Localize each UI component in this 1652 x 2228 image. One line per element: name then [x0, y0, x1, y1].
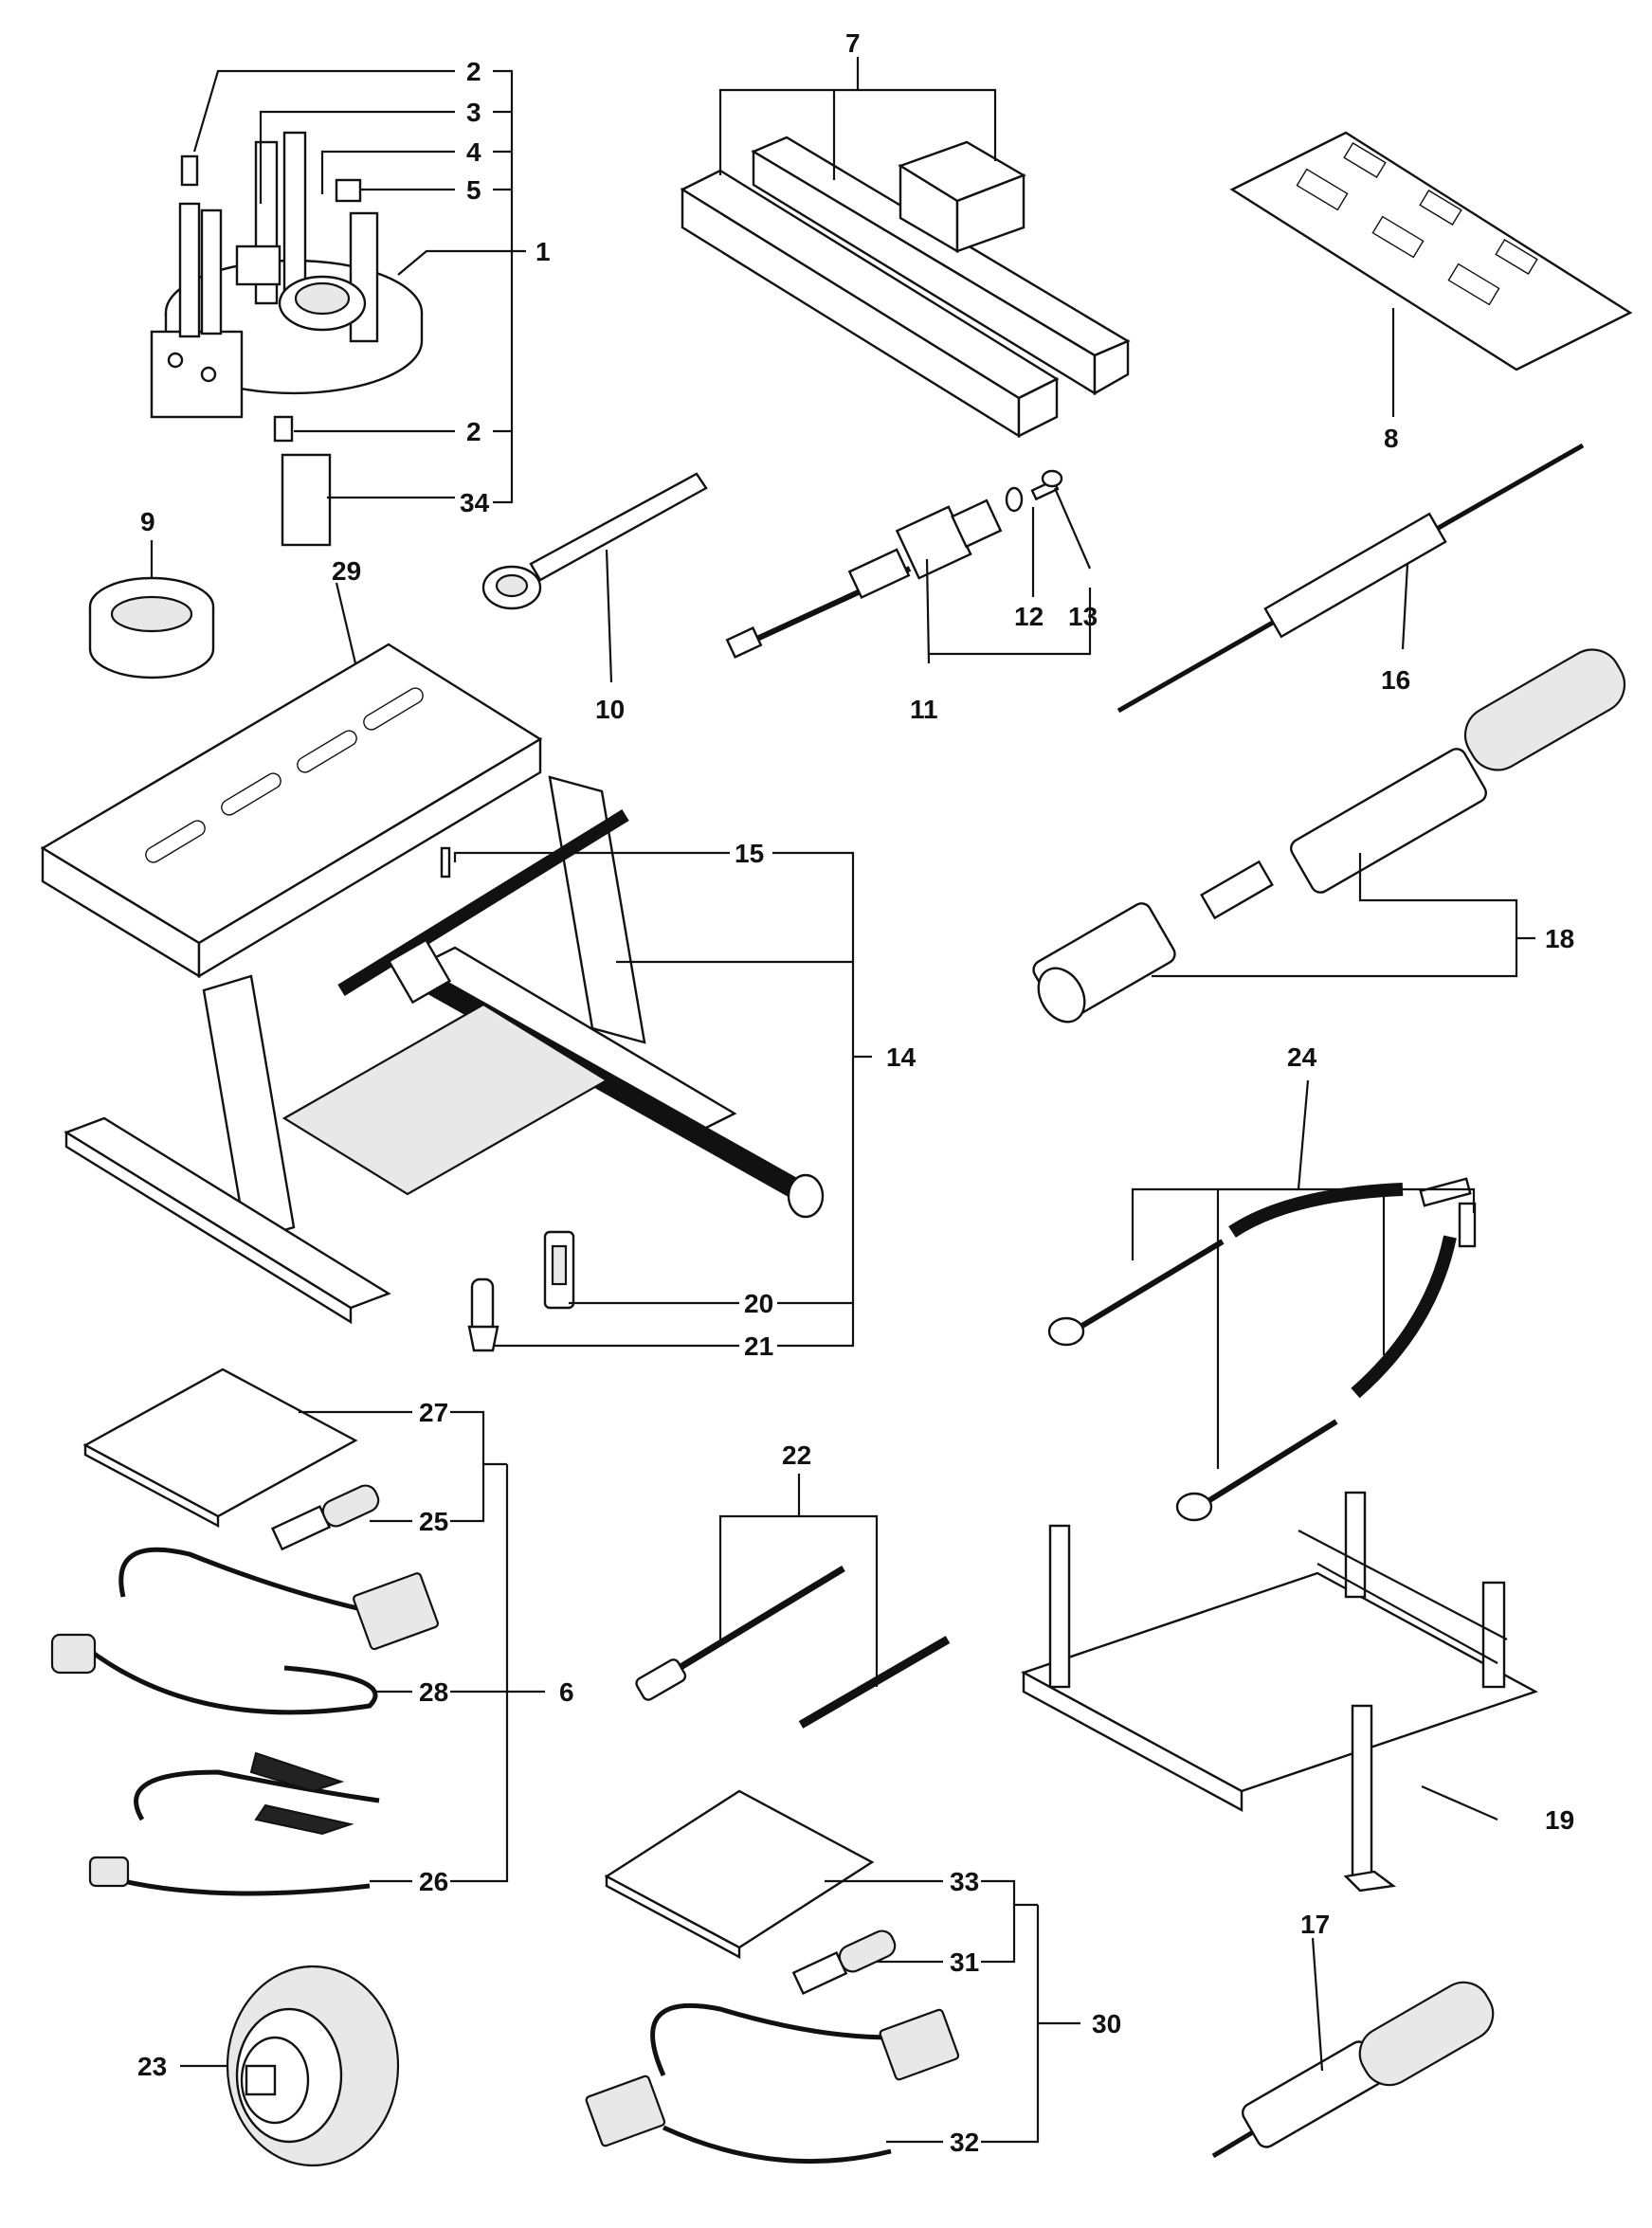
part-1-fixture-plate: [150, 131, 424, 547]
label-8: 8: [1384, 424, 1399, 453]
label-6: 6: [559, 1677, 574, 1707]
leader-lines-group-1: [192, 69, 526, 504]
label-31: 31: [950, 1947, 979, 1977]
label-34: 34: [460, 488, 490, 517]
label-21: 21: [744, 1331, 773, 1361]
label-22: 22: [782, 1440, 811, 1470]
label-7: 7: [845, 28, 861, 58]
label-33: 33: [950, 1867, 979, 1896]
leader-lines-group-14: [772, 851, 872, 1348]
label-26: 26: [419, 1867, 448, 1896]
part-22-rod-and-threaded-bar: [635, 1474, 951, 1729]
label-10: 10: [595, 695, 625, 724]
label-30: 30: [1092, 2009, 1121, 2038]
label-2-bottom: 2: [466, 417, 481, 446]
label-13: 13: [1068, 602, 1098, 631]
label-25: 25: [419, 1507, 448, 1536]
label-27: 27: [419, 1398, 448, 1427]
part-24-hose-kit: [1047, 1079, 1477, 1522]
part-6-diagnostic-kit: [50, 1368, 440, 1896]
label-32: 32: [950, 2128, 979, 2157]
part-8-bracket-plate: [1229, 131, 1633, 417]
part-20-21-adapters: [467, 1230, 739, 1352]
part-18-knurled-driver: [1032, 648, 1626, 1023]
label-28: 28: [419, 1677, 448, 1707]
label-4: 4: [466, 137, 481, 167]
label-19: 19: [1545, 1805, 1574, 1835]
leader-lines-group-30: [825, 1879, 1080, 2144]
label-14: 14: [886, 1042, 917, 1072]
label-2-top: 2: [466, 57, 481, 86]
part-7-rails-and-block: [680, 57, 1131, 439]
part-10-wrench: [481, 472, 708, 683]
label-29: 29: [332, 556, 361, 586]
part-14-support-stand: [64, 775, 853, 1325]
label-23: 23: [137, 2052, 167, 2081]
part-30-software-kit: [585, 1789, 960, 2165]
label-3: 3: [466, 98, 481, 127]
part-16-drift-rod: [1116, 443, 1585, 714]
label-18: 18: [1545, 924, 1574, 953]
label-1: 1: [536, 237, 551, 266]
leader-lines-group-6: [299, 1410, 545, 1883]
label-12: 12: [1014, 602, 1044, 631]
part-29-slotted-plate: [40, 582, 543, 979]
label-11: 11: [910, 695, 938, 724]
part-17-knurled-drift: [1211, 1937, 1495, 2159]
part-11-puller-tool: [725, 469, 1092, 664]
label-20: 20: [744, 1289, 773, 1318]
label-15: 15: [735, 839, 764, 868]
label-9: 9: [140, 507, 155, 536]
label-24: 24: [1287, 1042, 1317, 1072]
label-17: 17: [1300, 1910, 1330, 1939]
part-23-knurled-knob: [180, 1965, 400, 2167]
label-16: 16: [1381, 665, 1410, 695]
label-5: 5: [466, 175, 481, 205]
part-9-cup-tool: [88, 540, 215, 679]
part-19-frame-stand: [1021, 1491, 1538, 1893]
